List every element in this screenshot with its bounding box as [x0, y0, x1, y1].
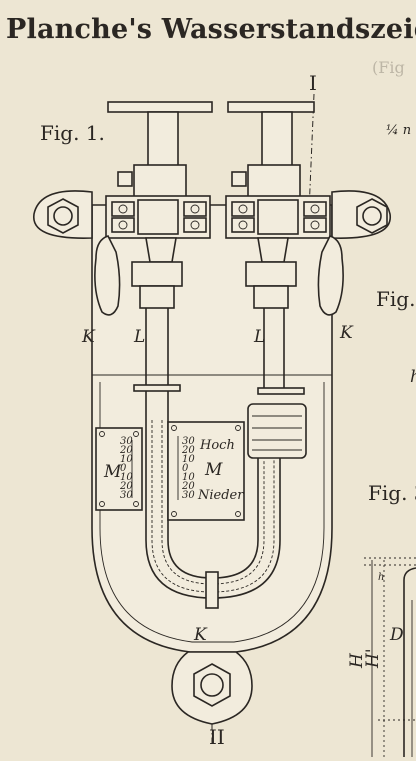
left-valve-handle — [94, 235, 121, 316]
gauge-high-label: Hoch — [199, 438, 235, 453]
left-mounting-ear — [33, 190, 93, 239]
label-H: H — [347, 652, 367, 669]
label-L-left: L — [133, 327, 145, 347]
right-scale-tick-4: 10 — [182, 472, 195, 483]
left-scale-tick-2: 10 — [120, 454, 133, 465]
left-scale-tick-4: 10 — [120, 472, 133, 483]
figure-1-label: Fig. 1. — [40, 121, 105, 145]
label-h-right: h — [410, 367, 416, 387]
label-D: D — [389, 625, 404, 645]
right-scale-tick-5: 20 — [181, 481, 195, 492]
right-scale-tick-0: 30 — [182, 436, 195, 447]
plate-title: Planche's Wasserstandszeiger für — [6, 14, 416, 45]
section-mark-bottom: II — [209, 725, 225, 749]
right-tube-clamp — [257, 387, 305, 395]
figure-3-partial-drawing — [364, 557, 416, 757]
scale-fraction: ¼ n — [386, 123, 411, 138]
left-scale-tick-0: 30 — [120, 436, 133, 447]
label-K-bottom: K — [193, 625, 208, 645]
left-scale-tick-6: 30 — [120, 490, 133, 501]
label-K-right: K — [339, 323, 354, 343]
label-M-left: M — [103, 462, 122, 482]
left-valve-block — [105, 195, 211, 239]
left-scale-tick-3: 0 — [120, 463, 127, 474]
left-scale-tick-5: 20 — [119, 481, 133, 492]
section-mark-top: I — [309, 71, 317, 95]
figure-3-label: Fig. 3 — [368, 481, 416, 505]
faint-figure-reference: (Fig — [372, 58, 405, 77]
label-K-left: K — [81, 327, 96, 347]
right-top-flange — [227, 101, 315, 198]
label-M-right: M — [204, 460, 223, 480]
right-scale-tick-6: 30 — [182, 490, 195, 501]
right-valve-handle — [317, 235, 344, 316]
right-valve-block — [225, 195, 331, 239]
right-scale-plate — [167, 421, 245, 521]
gauge-low-label: Nieder — [197, 488, 244, 503]
left-gland — [131, 237, 183, 309]
label-h-small: h — [378, 572, 384, 583]
right-scale-tick-3: 0 — [182, 463, 189, 474]
right-gland — [245, 237, 297, 309]
right-scale-tick-1: 20 — [181, 445, 195, 456]
figure-2-label: Fig. — [376, 287, 415, 311]
right-scale-tick-2: 10 — [182, 454, 195, 465]
left-scale-plate — [95, 427, 143, 511]
left-top-flange — [107, 101, 213, 198]
label-H-prime: H' — [363, 649, 383, 670]
bottom-nut-bracket — [171, 651, 253, 725]
left-tube-clamp — [133, 384, 181, 392]
left-scale-tick-1: 20 — [119, 445, 133, 456]
label-L-right: L — [253, 327, 265, 347]
bottom-tube-clamp — [205, 571, 219, 609]
right-mounting-ear — [331, 190, 391, 239]
float-chamber — [247, 403, 307, 459]
